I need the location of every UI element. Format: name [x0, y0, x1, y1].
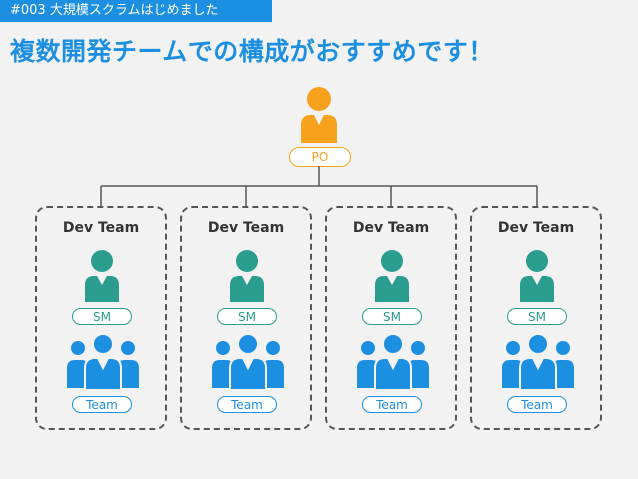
team-label: Team	[507, 396, 567, 413]
dev-team-title: Dev Team	[497, 220, 575, 236]
product-owner-label: PO	[289, 147, 351, 167]
dev-team-box-3: Dev Team SM Team	[325, 206, 457, 430]
team-members-icon	[67, 333, 139, 391]
product-owner-icon	[301, 87, 337, 143]
scrum-master-label: SM	[72, 308, 132, 325]
team-label: Team	[72, 396, 132, 413]
team-label: Team	[217, 396, 277, 413]
scrum-master-label: SM	[217, 308, 277, 325]
team-members-icon	[212, 333, 284, 391]
team-label: Team	[362, 396, 422, 413]
scrum-master-icon	[85, 250, 119, 302]
dev-team-title: Dev Team	[352, 220, 430, 236]
dev-team-box-2: Dev Team SM Team	[180, 206, 312, 430]
scrum-master-label: SM	[507, 308, 567, 325]
dev-team-title: Dev Team	[62, 220, 140, 236]
scrum-master-icon	[375, 250, 409, 302]
scrum-master-label: SM	[362, 308, 422, 325]
dev-team-box-4: Dev Team SM Team	[470, 206, 602, 430]
team-members-icon	[357, 333, 429, 391]
dev-team-box-1: Dev Team SM Team	[35, 206, 167, 430]
scrum-master-icon	[230, 250, 264, 302]
series-tag: #003 大規模スクラムはじめました	[0, 0, 272, 22]
scrum-master-icon	[520, 250, 554, 302]
dev-team-title: Dev Team	[207, 220, 285, 236]
slide-title: 複数開発チームでの構成がおすすめです！	[10, 37, 494, 66]
team-members-icon	[502, 333, 574, 391]
